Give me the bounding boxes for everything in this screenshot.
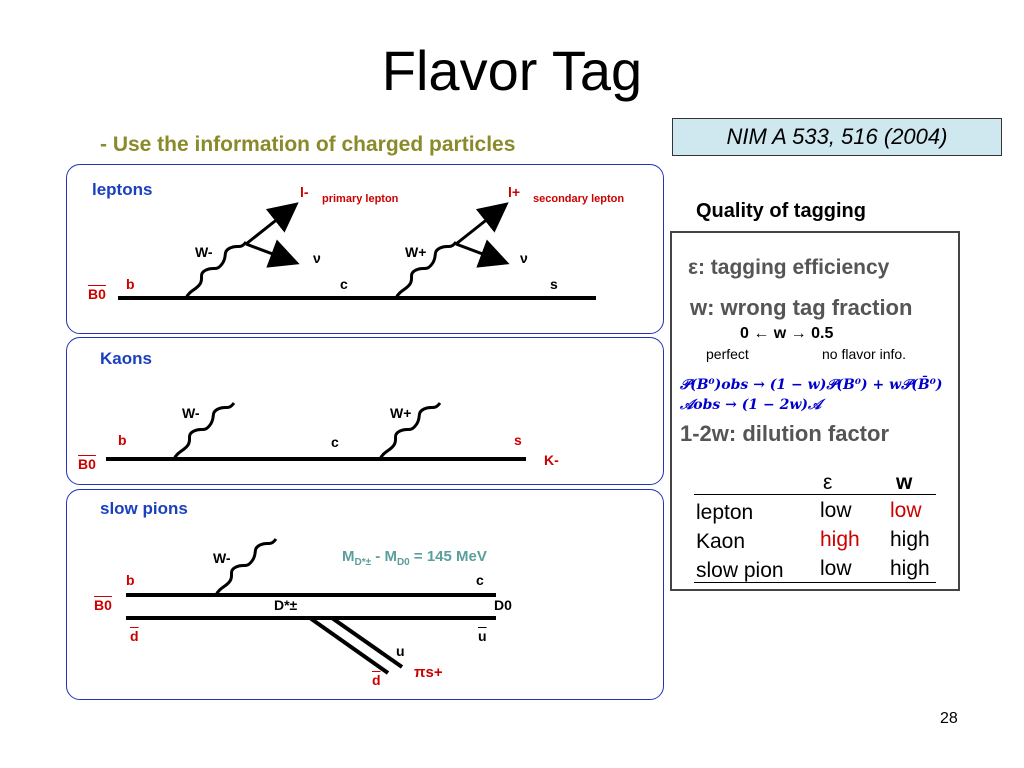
u-bar-quark-label: u xyxy=(478,628,487,644)
kaons-diagram xyxy=(106,402,526,461)
perfect-label: perfect xyxy=(706,346,749,362)
secondary-lepton-label: secondary lepton xyxy=(533,193,625,205)
w-minus-label: W- xyxy=(182,405,200,421)
table-row-slowpion-name: slow pion xyxy=(696,559,784,582)
b0-label: B0 xyxy=(88,286,106,302)
w-minus-wavy xyxy=(214,538,278,596)
leptons-panel xyxy=(66,164,664,334)
quality-title: Quality of tagging xyxy=(696,200,866,222)
probability-formula: 𝒫(B⁰)obs → (1 − w)𝒫(B⁰) + w𝒫(B̄⁰) xyxy=(680,377,943,393)
w-minus-wavy xyxy=(184,241,248,299)
c-quark-label: c xyxy=(331,434,339,450)
b-quark-label: b xyxy=(126,276,135,292)
w-plus-wavy xyxy=(378,402,442,460)
u-quark-label: u xyxy=(396,643,405,659)
c-quark-label: c xyxy=(340,276,348,292)
table-row-lepton-eps: low xyxy=(820,499,852,522)
l-plus-arrow xyxy=(455,202,509,246)
kaons-panel xyxy=(66,337,664,485)
w-range: 0 ← w → 0.5 xyxy=(740,325,834,342)
no-flavor-label: no flavor info. xyxy=(822,346,907,362)
table-row-kaon-w: high xyxy=(890,528,930,551)
table-row-slowpion-w: high xyxy=(890,557,930,580)
kaons-panel-title: Kaons xyxy=(100,349,152,368)
d-bar-quark-label-2: d xyxy=(372,672,381,688)
b-quark-label: b xyxy=(118,432,127,448)
c-quark-label: c xyxy=(476,572,484,588)
table-row-lepton-w: low xyxy=(890,499,922,522)
asymmetry-formula: 𝒜obs → (1 − 2w)𝒜 xyxy=(680,397,822,413)
table-row-kaon-name: Kaon xyxy=(696,530,746,553)
table-header-epsilon: ε xyxy=(823,471,833,494)
pion-line-2 xyxy=(330,616,404,669)
subtitle: - Use the information of charged particl… xyxy=(100,133,516,156)
nu-label-1: ν xyxy=(313,250,321,266)
d-bar-quark-label: d xyxy=(130,628,139,644)
slide-title: Flavor Tag xyxy=(381,39,643,102)
w-minus-label: W- xyxy=(195,244,213,260)
epsilon-definition: ε: tagging efficiency xyxy=(688,256,890,279)
table-row-kaon-eps: high xyxy=(820,528,860,551)
w-plus-label: W+ xyxy=(390,405,412,421)
l-minus-arrow xyxy=(245,202,299,246)
slow-pions-diagram xyxy=(126,538,496,675)
w-minus-wavy xyxy=(172,402,236,460)
l-plus-label: l+ xyxy=(508,184,521,200)
k-minus-label: K- xyxy=(544,452,559,468)
d0-label: D0 xyxy=(494,597,512,613)
b0-label: B0 xyxy=(78,456,96,472)
table-bottom-rule xyxy=(694,582,936,583)
s-quark-label: s xyxy=(550,276,558,292)
page-number: 28 xyxy=(940,710,958,727)
leptons-diagram xyxy=(118,202,596,300)
w-plus-wavy xyxy=(394,241,458,299)
mass-difference-label: MD*± - MD0 = 145 MeV xyxy=(342,548,487,568)
table-row-lepton-name: lepton xyxy=(696,501,754,524)
slow-pions-panel-title: slow pions xyxy=(100,499,188,518)
quality-box xyxy=(670,231,960,591)
nu-arrow-2 xyxy=(455,239,510,268)
table-row-slowpion-eps: low xyxy=(820,557,852,580)
nu-arrow-1 xyxy=(245,239,300,268)
primary-lepton-label: primary lepton xyxy=(322,193,399,205)
pion-line-1 xyxy=(308,616,390,675)
w-definition: w: wrong tag fraction xyxy=(690,295,913,320)
l-minus-label: l- xyxy=(300,184,309,200)
s-quark-label: s xyxy=(514,432,522,448)
leptons-panel-title: leptons xyxy=(92,180,153,199)
w-plus-label: W+ xyxy=(405,244,427,260)
b-quark-label: b xyxy=(126,572,135,588)
table-header-w: w xyxy=(896,471,913,494)
slow-pion-label: πs+ xyxy=(414,664,443,681)
w-minus-label: W- xyxy=(213,550,231,566)
dilution-factor: 1-2w: dilution factor xyxy=(680,421,889,446)
reference-box: NIM A 533, 516 (2004) xyxy=(672,118,1002,156)
nu-label-2: ν xyxy=(520,250,528,266)
dstar-label: D*± xyxy=(274,597,298,613)
table-header-rule xyxy=(694,494,936,495)
slow-pions-panel xyxy=(66,489,664,700)
b0-label: B0 xyxy=(94,597,112,613)
